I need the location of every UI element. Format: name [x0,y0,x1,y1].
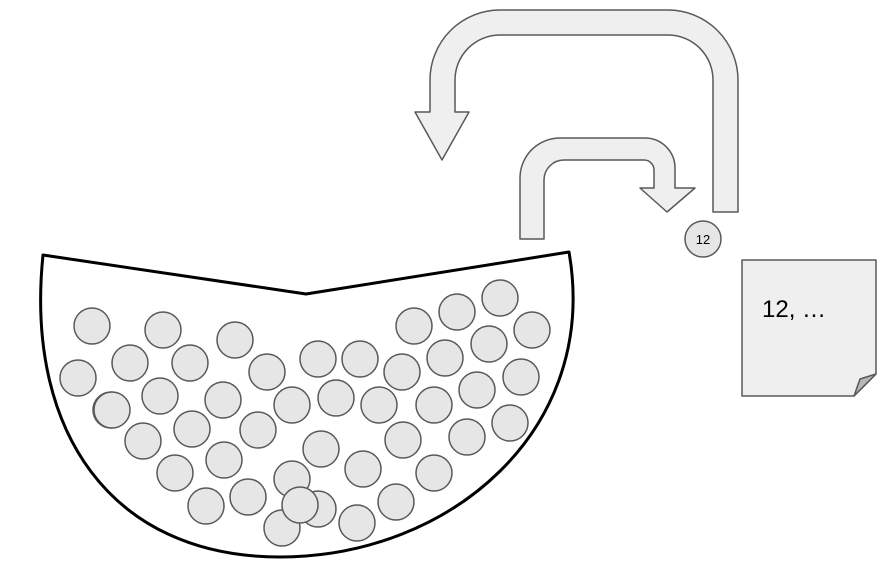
drawn-ball: 12 [684,220,722,258]
bowl-icon [39,250,575,559]
ball-icon [415,454,453,492]
ball-icon [426,339,464,377]
ball-icon [73,307,111,345]
ball-icon [415,386,453,424]
ball-icon [341,340,379,378]
ball-icon [229,478,267,516]
ball-icon [111,344,149,382]
ball-icon [470,325,508,363]
ball-icon [344,450,382,488]
ball-icon [205,441,243,479]
ball-icon [438,293,476,331]
note-icon [741,259,877,397]
ball-icon [377,483,415,521]
result-note: 12, … [741,259,877,397]
ball-icon [513,311,551,349]
drawn-ball-label: 12 [696,232,710,247]
drawn-ball-icon [684,220,722,258]
ball-icon [502,358,540,396]
ball-icon [491,404,529,442]
ball-icon [299,340,337,378]
ball-icon [448,418,486,456]
ball-icon [124,422,162,460]
ball-icon [187,487,225,525]
ball-icon [384,421,422,459]
ball-icon [481,279,519,317]
ball-icon [59,359,97,397]
ball-icon [173,410,211,448]
ball-icon [141,377,179,415]
ball-icon [383,353,421,391]
ball-icon [273,386,311,424]
ball-icon [144,311,182,349]
ball-icon [239,411,277,449]
ball-icon [281,486,319,524]
ball-icon [156,454,194,492]
draw-arrow-icon [519,137,696,240]
ball-icon [338,504,376,542]
ball-icon [248,353,286,391]
ball-icon [204,381,242,419]
note-text: 12, … [762,296,826,323]
ball-icon [317,379,355,417]
ball-icon [302,430,340,468]
ball-icon [458,371,496,409]
bowl-balls [59,279,551,547]
ball-icon [171,344,209,382]
ball-icon [216,321,254,359]
ball-icon [93,391,131,429]
ball-icon [360,386,398,424]
ball-icon [395,307,433,345]
return-arrow-icon [414,9,739,213]
note-fold-icon [853,373,877,397]
